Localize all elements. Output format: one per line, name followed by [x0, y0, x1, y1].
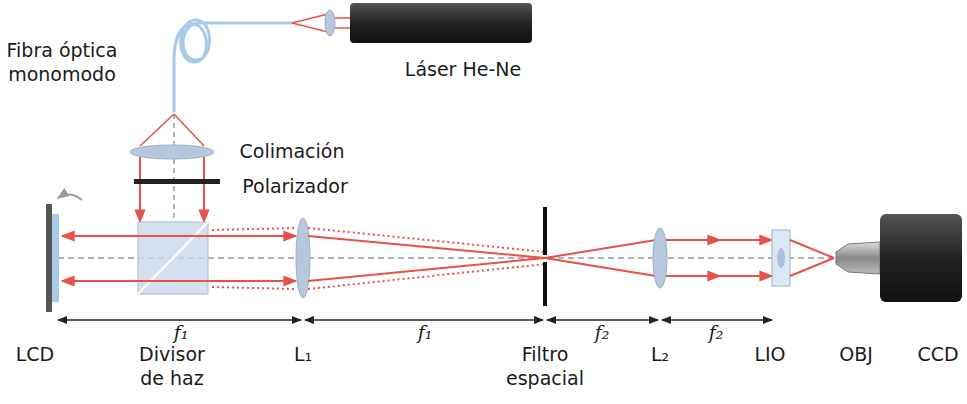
lcd [46, 204, 52, 312]
polarizer [134, 179, 220, 184]
objective [836, 242, 880, 274]
laser-body [350, 3, 532, 43]
focal-length: f₂ [592, 321, 613, 343]
focusing-beam [292, 14, 328, 32]
part-label: OBJ [839, 342, 873, 366]
lio-cell [772, 230, 790, 286]
part-label: L₂ [651, 342, 669, 366]
lens-l2 [653, 228, 667, 288]
focal-length: f₁ [415, 321, 436, 343]
rotation-arrow [58, 194, 82, 200]
part-label: Filtro espacial [505, 342, 585, 390]
part-label: Polarizador [242, 174, 348, 198]
ccd-camera [880, 214, 962, 302]
part-label: LCD [16, 342, 54, 366]
focal-length: f₁ [171, 321, 192, 343]
lens-l1 [296, 218, 310, 298]
spatial-filter [543, 207, 547, 255]
part-label: Divisor de haz [132, 342, 212, 390]
coupling-lens [325, 10, 335, 36]
laser-label: Láser He-Ne [405, 57, 521, 81]
lio-lens [777, 248, 785, 268]
fiber-label: Fibra óptica monomodo [3, 38, 121, 86]
part-label: Colimación [240, 139, 345, 163]
part-label: L₁ [294, 342, 312, 366]
beam-splitter [138, 222, 208, 294]
part-label: CCD [917, 342, 958, 366]
optical-fiber [174, 20, 292, 112]
part-label: LIO [754, 342, 785, 366]
focal-length: f₂ [706, 321, 727, 343]
collimation-lens [130, 145, 214, 159]
